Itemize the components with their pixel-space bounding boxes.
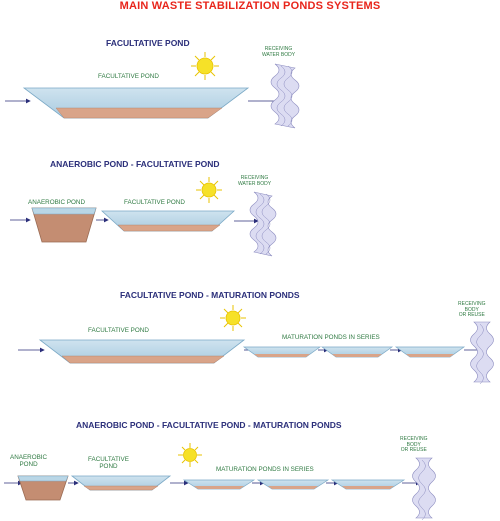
- system-4-anaerobic-label: ANAEROBIC POND: [10, 454, 48, 468]
- anaerobic-pond: [31, 207, 97, 243]
- sun-icon: [178, 443, 202, 467]
- system-1-facultative-label: FACULTATIVE POND: [98, 73, 159, 80]
- system-3-facultative-label: FACULTATIVE POND: [88, 327, 149, 334]
- system-2-facultative-label: FACULTATIVE POND: [124, 199, 185, 206]
- system-1-title: FACULTATIVE POND: [106, 38, 190, 48]
- sun-icon: [220, 305, 246, 331]
- system-4-title: ANAEROBIC POND - FACULTATIVE POND - MATU…: [76, 420, 342, 430]
- system-1-group: [5, 52, 300, 129]
- system-3-group: [18, 305, 494, 385]
- maturation-pond-1: [182, 479, 256, 490]
- system-4-receiving-label: RECEIVING BODY OR REUSE: [400, 436, 428, 454]
- sun-icon: [196, 177, 222, 203]
- sun-icon: [191, 52, 219, 80]
- facultative-pond: [38, 339, 246, 364]
- system-4-group: [4, 443, 436, 521]
- anaerobic-pond: [17, 475, 69, 501]
- system-4-maturation-label: MATURATION PONDS IN SERIES: [216, 466, 314, 473]
- maturation-pond-2: [320, 346, 394, 358]
- maturation-pond-3: [330, 479, 406, 490]
- receiving-water-icon: [412, 457, 436, 521]
- system-3-title: FACULTATIVE POND - MATURATION PONDS: [120, 290, 300, 300]
- system-4-facultative-label: FACULTATIVE POND: [88, 456, 129, 470]
- system-3-receiving-label: RECEIVING BODY OR REUSE: [458, 301, 486, 319]
- receiving-water-icon: [470, 321, 494, 385]
- system-2-anaerobic-label: ANAEROBIC POND: [28, 199, 86, 206]
- system-1-receiving-label: RECEIVING WATER BODY: [262, 46, 296, 58]
- page-title: MAIN WASTE STABILIZATION PONDS SYSTEMS: [119, 0, 381, 12]
- facultative-pond: [100, 210, 236, 232]
- maturation-pond-1: [242, 346, 322, 358]
- maturation-pond-2: [256, 479, 330, 490]
- facultative-pond: [70, 475, 172, 491]
- receiving-water-icon: [270, 63, 300, 129]
- receiving-water-icon: [249, 191, 277, 257]
- maturation-pond-3: [394, 346, 466, 358]
- facultative-pond: [22, 87, 250, 119]
- system-3-maturation-label: MATURATION PONDS IN SERIES: [282, 334, 380, 341]
- system-2-title: ANAEROBIC POND - FACULTATIVE POND: [50, 159, 220, 169]
- system-2-receiving-label: RECEIVING WATER BODY: [238, 175, 272, 187]
- system-2-group: [10, 177, 277, 257]
